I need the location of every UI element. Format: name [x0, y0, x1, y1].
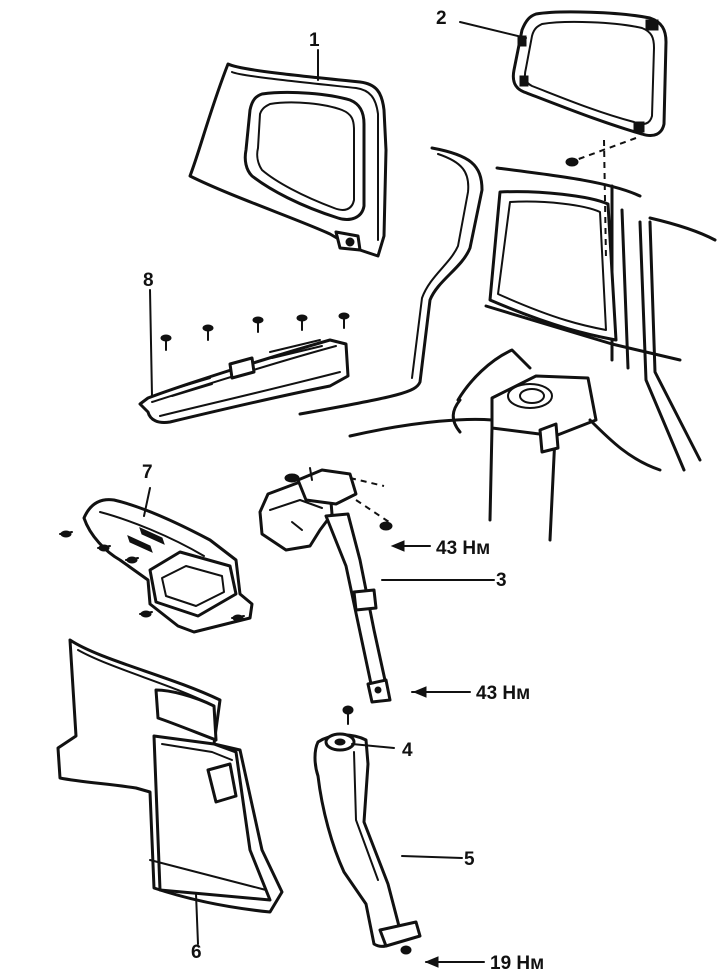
lower-side-trim-pocket	[59, 498, 254, 634]
part-label-6: 6	[191, 942, 202, 963]
part-label-3: 3	[496, 570, 507, 591]
quarter-trim-panel-upper	[188, 62, 388, 258]
quarter-window-glass	[511, 10, 668, 261]
torque-label-bottom: 19 Нм	[490, 953, 544, 972]
part-label-8-top: 8	[143, 270, 154, 291]
vehicle-body-outline	[298, 146, 717, 542]
quarter-trim-panel-lower	[56, 638, 284, 914]
clip-icons	[160, 312, 350, 351]
torque-label-lower: 43 Нм	[476, 683, 530, 704]
part-label-7: 7	[142, 462, 153, 483]
torque-label-upper: 43 Нм	[436, 538, 490, 559]
screw-icons	[59, 530, 245, 622]
part-label-2: 2	[436, 8, 447, 29]
torque-arrow-icons	[390, 540, 439, 968]
part-label-5: 5	[464, 849, 475, 870]
seat-belt-assembly	[258, 467, 393, 704]
rear-sill-trim	[138, 312, 350, 424]
part-label-1: 1	[309, 30, 320, 51]
part-label-4: 4	[402, 740, 413, 761]
pillar-trim-assembly	[313, 705, 422, 955]
sill-trim-ribs	[169, 339, 323, 397]
